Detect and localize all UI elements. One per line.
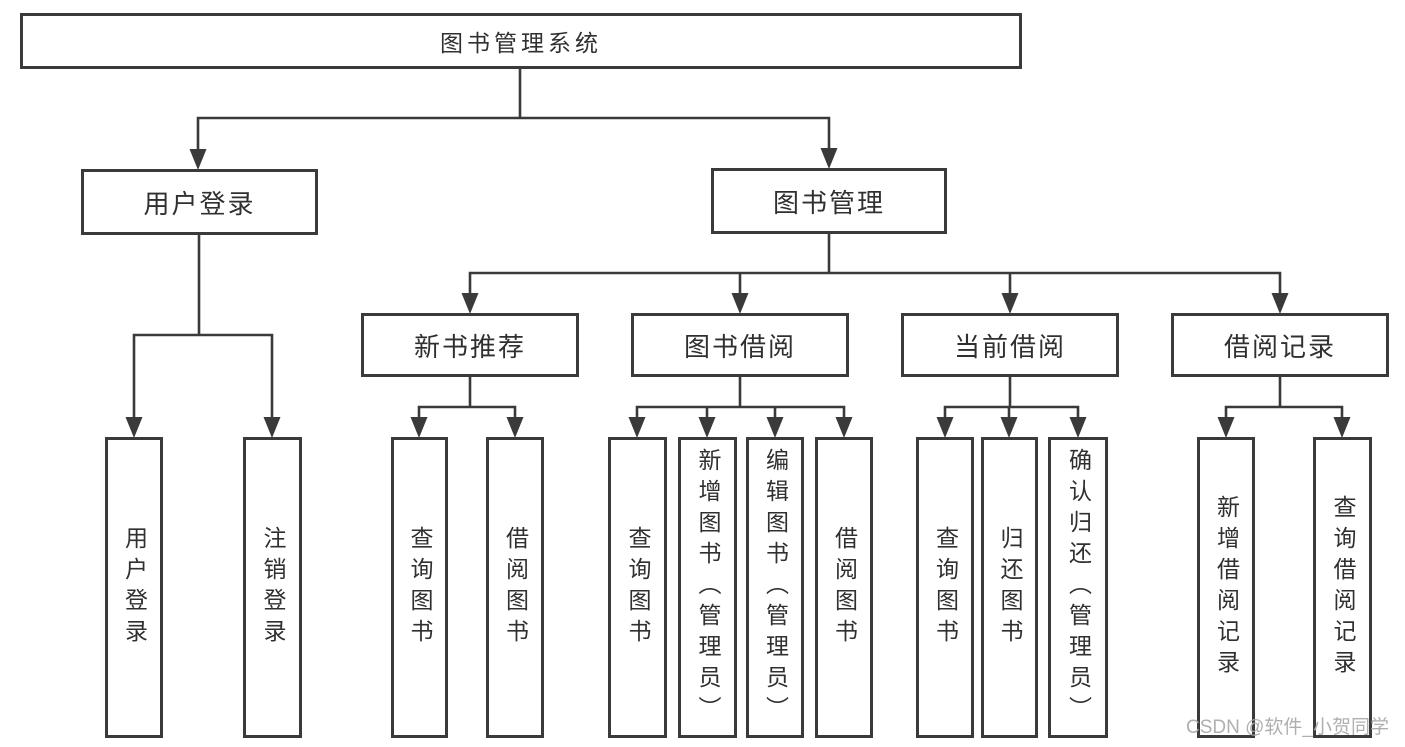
node-label: 用户登录 — [121, 525, 148, 650]
node-label: 查询图书 — [932, 525, 959, 650]
node-edit-book-admin: 编辑图书（管理员） — [746, 437, 804, 738]
node-label: 用户登录 — [143, 188, 256, 219]
node-label: 借阅图书 — [831, 525, 858, 650]
node-add-borrow-record: 新增借阅记录 — [1197, 437, 1255, 738]
node-query-books-recommend: 查询图书 — [391, 437, 448, 738]
node-label: 归还图书 — [997, 525, 1023, 650]
node-label: 确认归还（管理员） — [1065, 448, 1092, 727]
node-current-borrowing: 当前借阅 — [901, 313, 1119, 377]
node-book-borrowing: 图书借阅 — [631, 313, 849, 377]
node-label: 借阅记录 — [1223, 331, 1336, 362]
node-query-borrow-record: 查询借阅记录 — [1313, 437, 1372, 738]
node-library-management-system: 图书管理系统 — [20, 13, 1022, 69]
node-label: 查询借阅记录 — [1330, 494, 1356, 681]
node-label: 注销登录 — [260, 525, 286, 650]
node-label: 新增借阅记录 — [1213, 494, 1240, 681]
node-add-book-admin: 新增图书（管理员） — [678, 437, 737, 738]
node-borrow-book: 借阅图书 — [815, 437, 873, 738]
node-return-book: 归还图书 — [981, 437, 1038, 738]
node-label: 当前借阅 — [953, 331, 1066, 362]
node-borrow-book-recommend: 借阅图书 — [486, 437, 544, 738]
node-label: 编辑图书（管理员） — [762, 448, 789, 727]
node-label: 图书借阅 — [683, 331, 796, 362]
node-label: 查询图书 — [625, 525, 651, 650]
node-label: 图书管理系统 — [440, 30, 602, 56]
node-new-book-recommendation: 新书推荐 — [361, 313, 579, 377]
node-logout: 注销登录 — [243, 437, 302, 738]
node-confirm-return-admin: 确认归还（管理员） — [1048, 437, 1108, 738]
node-label: 图书管理 — [772, 187, 885, 218]
node-query-books-borrow: 查询图书 — [608, 437, 667, 738]
csdn-watermark: CSDN @软件_小贺同学 — [1186, 717, 1389, 738]
node-user-login: 用户登录 — [105, 437, 163, 738]
node-query-books-current: 查询图书 — [916, 437, 974, 738]
node-book-management-module: 图书管理 — [711, 168, 947, 234]
node-label: 新增图书（管理员） — [695, 448, 721, 727]
node-label: 新书推荐 — [413, 331, 526, 362]
node-label: 借阅图书 — [502, 525, 529, 650]
node-label: 查询图书 — [407, 525, 433, 650]
node-borrowing-records: 借阅记录 — [1171, 313, 1389, 377]
node-user-login-module: 用户登录 — [81, 169, 318, 235]
